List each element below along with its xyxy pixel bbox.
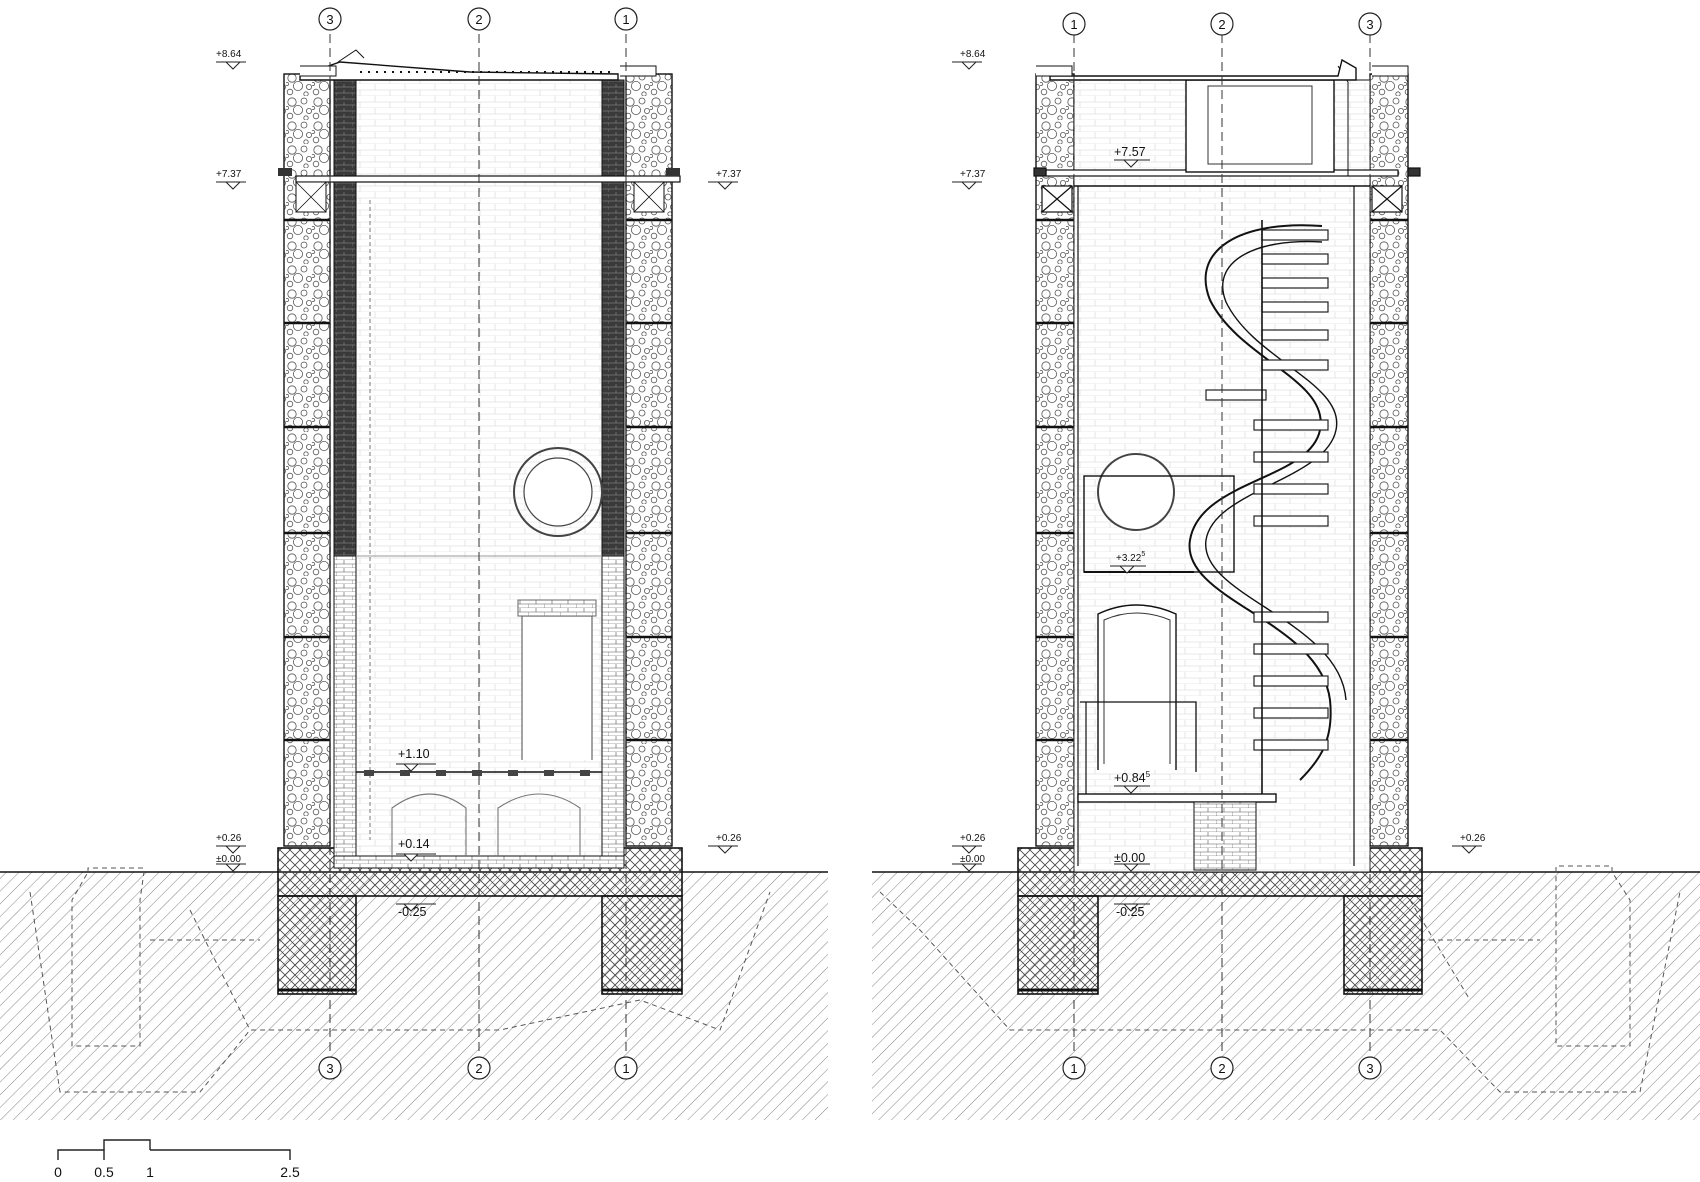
level-right-plinth-right: +0.26 — [1460, 833, 1486, 844]
level-right-landing-low: +0.845 — [1114, 770, 1151, 785]
level-right-top: +8.64 — [960, 49, 986, 60]
grid-axes — [329, 34, 1371, 1052]
axis-label-right-top-a: 1 — [1070, 17, 1077, 32]
scale-label-1: 1 — [146, 1164, 154, 1180]
level-right-plinth-left: +0.26 — [960, 833, 986, 844]
round-window — [513, 447, 603, 537]
scale-bar — [57, 1139, 291, 1160]
door-opening — [521, 615, 593, 760]
level-left-plinth-right: +0.26 — [716, 833, 742, 844]
level-left-top: +8.64 — [216, 49, 242, 60]
level-right-foundation: -0.25 — [1116, 905, 1145, 919]
level-left-eave-left: +7.37 — [216, 169, 242, 180]
axis-label-left-bottom-c: 1 — [622, 1061, 629, 1076]
level-right-floor: ±0.00 — [1114, 851, 1145, 865]
axis-label-left-bottom-b: 2 — [475, 1061, 482, 1076]
scale-label-2-5: 2.5 — [280, 1164, 300, 1180]
axis-label-left-top-a: 3 — [326, 12, 333, 27]
foundation-footing-left — [277, 895, 357, 995]
level-left-eave-right: +7.37 — [716, 169, 742, 180]
axis-label-left-top-b: 2 — [475, 12, 482, 27]
brick-lining-left — [333, 79, 357, 557]
level-left-ground-left: ±0.00 — [216, 854, 241, 865]
level-right-eave-left: +7.37 — [960, 169, 986, 180]
roof-right — [1049, 58, 1357, 81]
level-right-platform: +7.57 — [1114, 145, 1146, 159]
foundation-footing-left-r — [1017, 895, 1099, 995]
level-left-floor-upper: +1.10 — [398, 747, 430, 761]
axis-bubbles — [318, 7, 1382, 1080]
axis-label-right-bottom-c: 3 — [1366, 1061, 1373, 1076]
level-left-floor-inner: +0.14 — [398, 837, 430, 851]
level-right-ground-left: ±0.00 — [960, 854, 985, 865]
ground-hatch — [0, 872, 828, 1120]
axis-label-right-top-c: 3 — [1366, 17, 1373, 32]
scale-label-half: 0.5 — [94, 1164, 114, 1180]
left-section-drawing — [0, 49, 828, 1120]
right-section-drawing — [872, 58, 1700, 1120]
axis-label-right-top-b: 2 — [1218, 17, 1225, 32]
level-right-landing-mid: +3.225 — [1116, 551, 1145, 564]
ground-hatch-right — [872, 872, 1700, 1120]
axis-label-right-bottom-a: 1 — [1070, 1061, 1077, 1076]
foundation-footing-right — [601, 895, 683, 995]
foundation-footing-right-r — [1343, 895, 1423, 995]
scale-label-0: 0 — [54, 1164, 62, 1180]
round-window-right — [1097, 453, 1175, 531]
level-left-foundation: -0.25 — [398, 905, 427, 919]
axis-label-left-top-c: 1 — [622, 12, 629, 27]
level-left-plinth-left: +0.26 — [216, 833, 242, 844]
door-right — [1097, 604, 1177, 770]
axis-label-right-bottom-b: 2 — [1218, 1061, 1225, 1076]
axis-label-left-bottom-a: 3 — [326, 1061, 333, 1076]
buried-outlines — [29, 867, 771, 1093]
brick-lining-right — [601, 79, 625, 557]
roof — [299, 61, 619, 81]
spiral-staircase — [1188, 220, 1347, 800]
